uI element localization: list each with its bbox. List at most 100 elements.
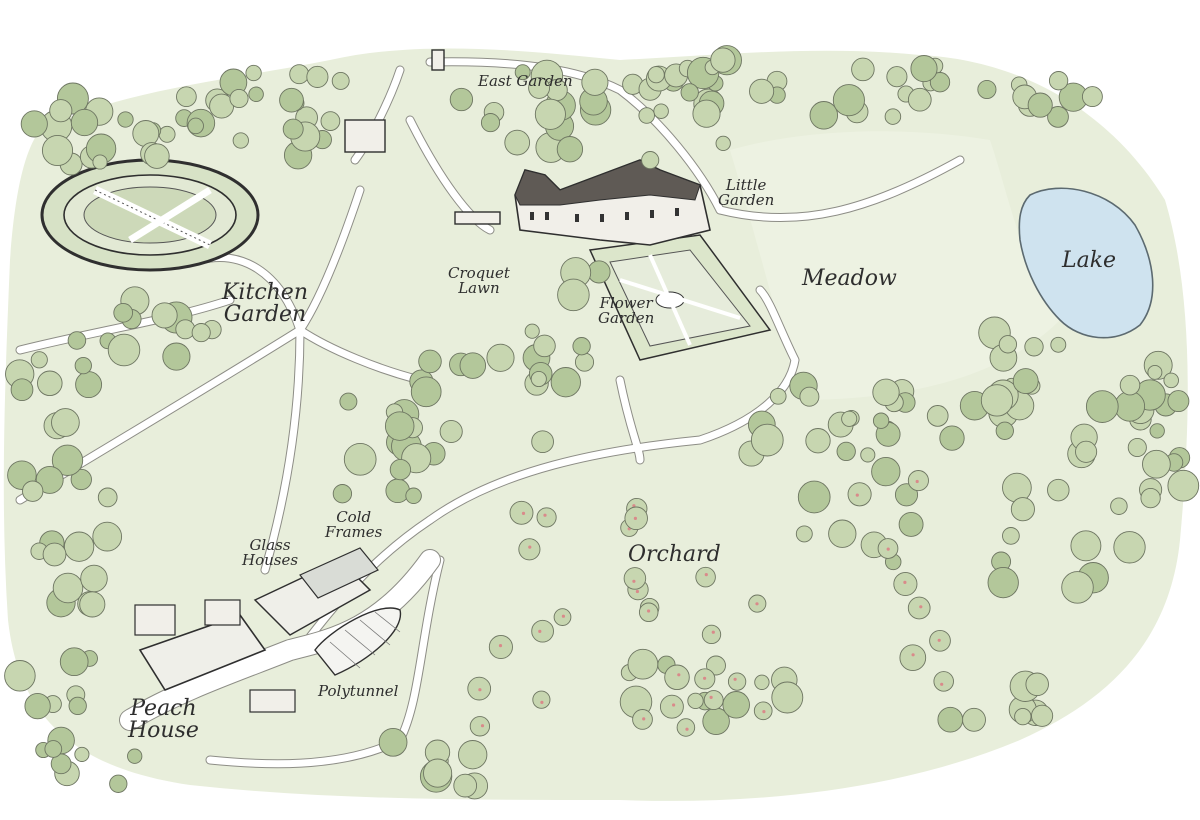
tree-icon (653, 103, 669, 119)
tree-icon (332, 484, 353, 504)
tree-icon (530, 370, 547, 388)
tree-icon (70, 108, 99, 137)
tree-icon (176, 86, 197, 108)
tree-icon (458, 740, 488, 770)
tree-icon (248, 86, 264, 103)
tree-icon (1081, 86, 1103, 108)
fruit-icon (521, 511, 526, 515)
tree-icon (1010, 497, 1035, 522)
tree-icon (229, 88, 249, 109)
tree-icon (144, 143, 170, 169)
woodland (4, 45, 1200, 800)
tree-icon (805, 428, 831, 454)
fruit-icon (677, 673, 681, 677)
tree-icon (1024, 337, 1044, 357)
tree-icon (92, 154, 108, 170)
fruit-icon (855, 493, 859, 497)
flower-garden-parterre (588, 234, 772, 361)
tree-icon (574, 352, 595, 372)
tree-icon (531, 430, 554, 454)
tree-icon (1025, 672, 1049, 697)
tree-icon (41, 134, 74, 167)
tree-icon (937, 706, 964, 733)
tree-icon (343, 442, 377, 476)
orchard-label: Orchard (628, 542, 721, 567)
tree-icon (480, 113, 501, 133)
tree-icon (59, 647, 89, 677)
outbuildings (344, 49, 501, 225)
tree-icon (750, 423, 784, 457)
tree-icon (907, 596, 931, 620)
tree-icon (659, 694, 684, 719)
tree-icon (127, 748, 143, 764)
polytunnel-label: Polytunnel (318, 682, 399, 700)
tree-icon (929, 72, 951, 93)
tree-icon (410, 376, 442, 408)
tree-icon (44, 740, 63, 758)
tree-icon (52, 572, 84, 604)
tree-icon (722, 691, 750, 719)
kitchen-garden-label: Kitchen Garden (222, 280, 308, 327)
tree-icon (557, 278, 590, 312)
tree-icon (1113, 531, 1146, 564)
tree-icon (191, 323, 211, 343)
tree-icon (245, 64, 262, 82)
fruit-icon (915, 479, 919, 484)
tree-icon (389, 458, 412, 481)
tree-icon (836, 441, 856, 462)
fruit-icon (711, 630, 715, 634)
tree-icon (459, 352, 487, 379)
tree-icon (439, 419, 463, 444)
tree-icon (701, 624, 722, 645)
tree-icon (92, 521, 123, 552)
tree-icon (504, 129, 531, 156)
fruit-icon (704, 573, 708, 577)
tree-icon (75, 371, 103, 399)
tree-icon (1167, 469, 1200, 502)
fruit-icon (940, 682, 944, 686)
tree-icon (469, 716, 491, 737)
manor-house (514, 159, 711, 246)
tree-icon (68, 696, 87, 716)
tree-icon (995, 421, 1014, 440)
tree-icon (534, 98, 566, 130)
tree-icon (556, 136, 584, 163)
fruit-icon (480, 724, 485, 728)
tree-icon (37, 370, 63, 397)
tree-icon (886, 66, 908, 88)
tree-icon (710, 47, 736, 73)
tree-icon (51, 408, 80, 437)
tree-icon (1140, 487, 1161, 509)
fruit-icon (498, 644, 503, 648)
fruit-icon (543, 513, 547, 517)
fruit-icon (538, 629, 542, 634)
tree-icon (1050, 336, 1067, 353)
tree-icon (847, 482, 872, 507)
tree-icon (162, 342, 191, 371)
tree-icon (533, 334, 556, 358)
tree-icon (771, 681, 804, 714)
tree-icon (158, 125, 176, 143)
tree-icon (754, 674, 770, 690)
tree-icon (727, 672, 747, 691)
tree-icon (536, 507, 557, 528)
tree-icon (49, 99, 73, 123)
tree-icon (907, 87, 932, 112)
tree-icon (676, 718, 696, 737)
tree-icon (331, 71, 350, 90)
tree-icon (1047, 106, 1069, 128)
tree-icon (841, 410, 858, 427)
fruit-icon (647, 609, 651, 613)
flower-garden-label: Flower Garden (598, 294, 655, 327)
lake (1018, 187, 1154, 339)
tree-icon (851, 57, 875, 82)
lake-label: Lake (1062, 248, 1117, 273)
tree-icon (638, 107, 655, 124)
tree-icon (378, 727, 408, 757)
fruit-icon (903, 580, 907, 585)
tree-icon (1110, 497, 1128, 515)
tree-icon (67, 331, 87, 350)
tree-icon (933, 671, 954, 692)
tree-icon (74, 746, 90, 762)
tree-icon (132, 120, 160, 147)
